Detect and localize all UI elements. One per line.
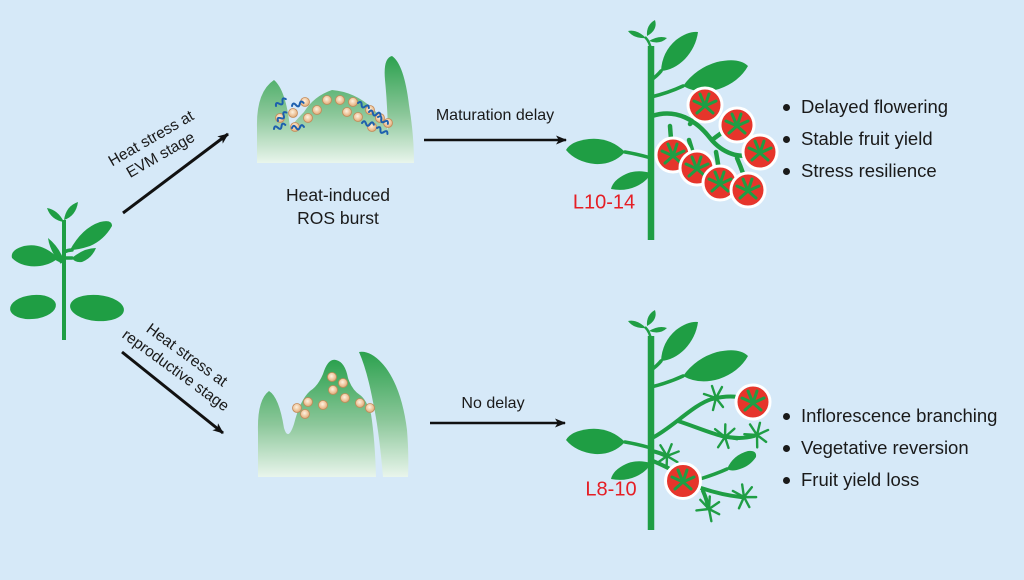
bullet-icon	[783, 412, 790, 420]
vegetative-meristem-with-ros-icon	[256, 56, 414, 163]
list-item: Vegetative reversion	[783, 432, 997, 464]
list-item: Inflorescence branching	[783, 400, 997, 432]
outcome-text: Delayed flowering	[801, 96, 949, 117]
outcome-text: Stable fruit yield	[801, 128, 933, 149]
tomatoes	[664, 383, 772, 500]
bullet-icon	[783, 103, 790, 111]
meristem-caption: Heat-induced ROS burst	[286, 184, 390, 230]
list-item: Delayed flowering	[783, 91, 948, 123]
tomatoes	[654, 86, 779, 209]
meristem-caption-line2: ROS burst	[297, 208, 379, 228]
line-label-bottom: L8-10	[585, 478, 637, 501]
bullet-icon	[783, 135, 790, 143]
fruiting-tomato-plant-icon	[566, 20, 779, 240]
bullet-icon	[783, 444, 790, 452]
list-item: Fruit yield loss	[783, 464, 997, 496]
heat-stress-evm-arrow	[122, 132, 229, 215]
outcome-text: Stress resilience	[801, 160, 937, 181]
maturation-delay-label: Maturation delay	[435, 107, 555, 124]
outcome-text: Vegetative reversion	[801, 437, 969, 458]
bullet-icon	[783, 476, 790, 484]
tomato-seedling-icon	[10, 202, 124, 340]
branched-inflorescence-plant-icon	[566, 310, 773, 530]
outcome-text: Inflorescence branching	[801, 405, 998, 426]
heat-stress-reproductive-arrow	[121, 350, 224, 435]
list-item: Stress resilience	[783, 155, 948, 187]
reproductive-meristem-icon	[257, 351, 409, 477]
meristem-caption-line1: Heat-induced	[285, 185, 391, 205]
no-delay-label: No delay	[461, 395, 525, 412]
list-item: Stable fruit yield	[783, 123, 948, 155]
outcomes-list-bottom: Inflorescence branching Vegetative rever…	[783, 400, 997, 496]
bullet-icon	[783, 167, 790, 175]
outcome-text: Fruit yield loss	[801, 469, 920, 490]
line-label-top: L10-14	[572, 191, 636, 214]
ros-dots	[292, 372, 375, 419]
outcomes-list-top: Delayed flowering Stable fruit yield Str…	[783, 91, 948, 187]
